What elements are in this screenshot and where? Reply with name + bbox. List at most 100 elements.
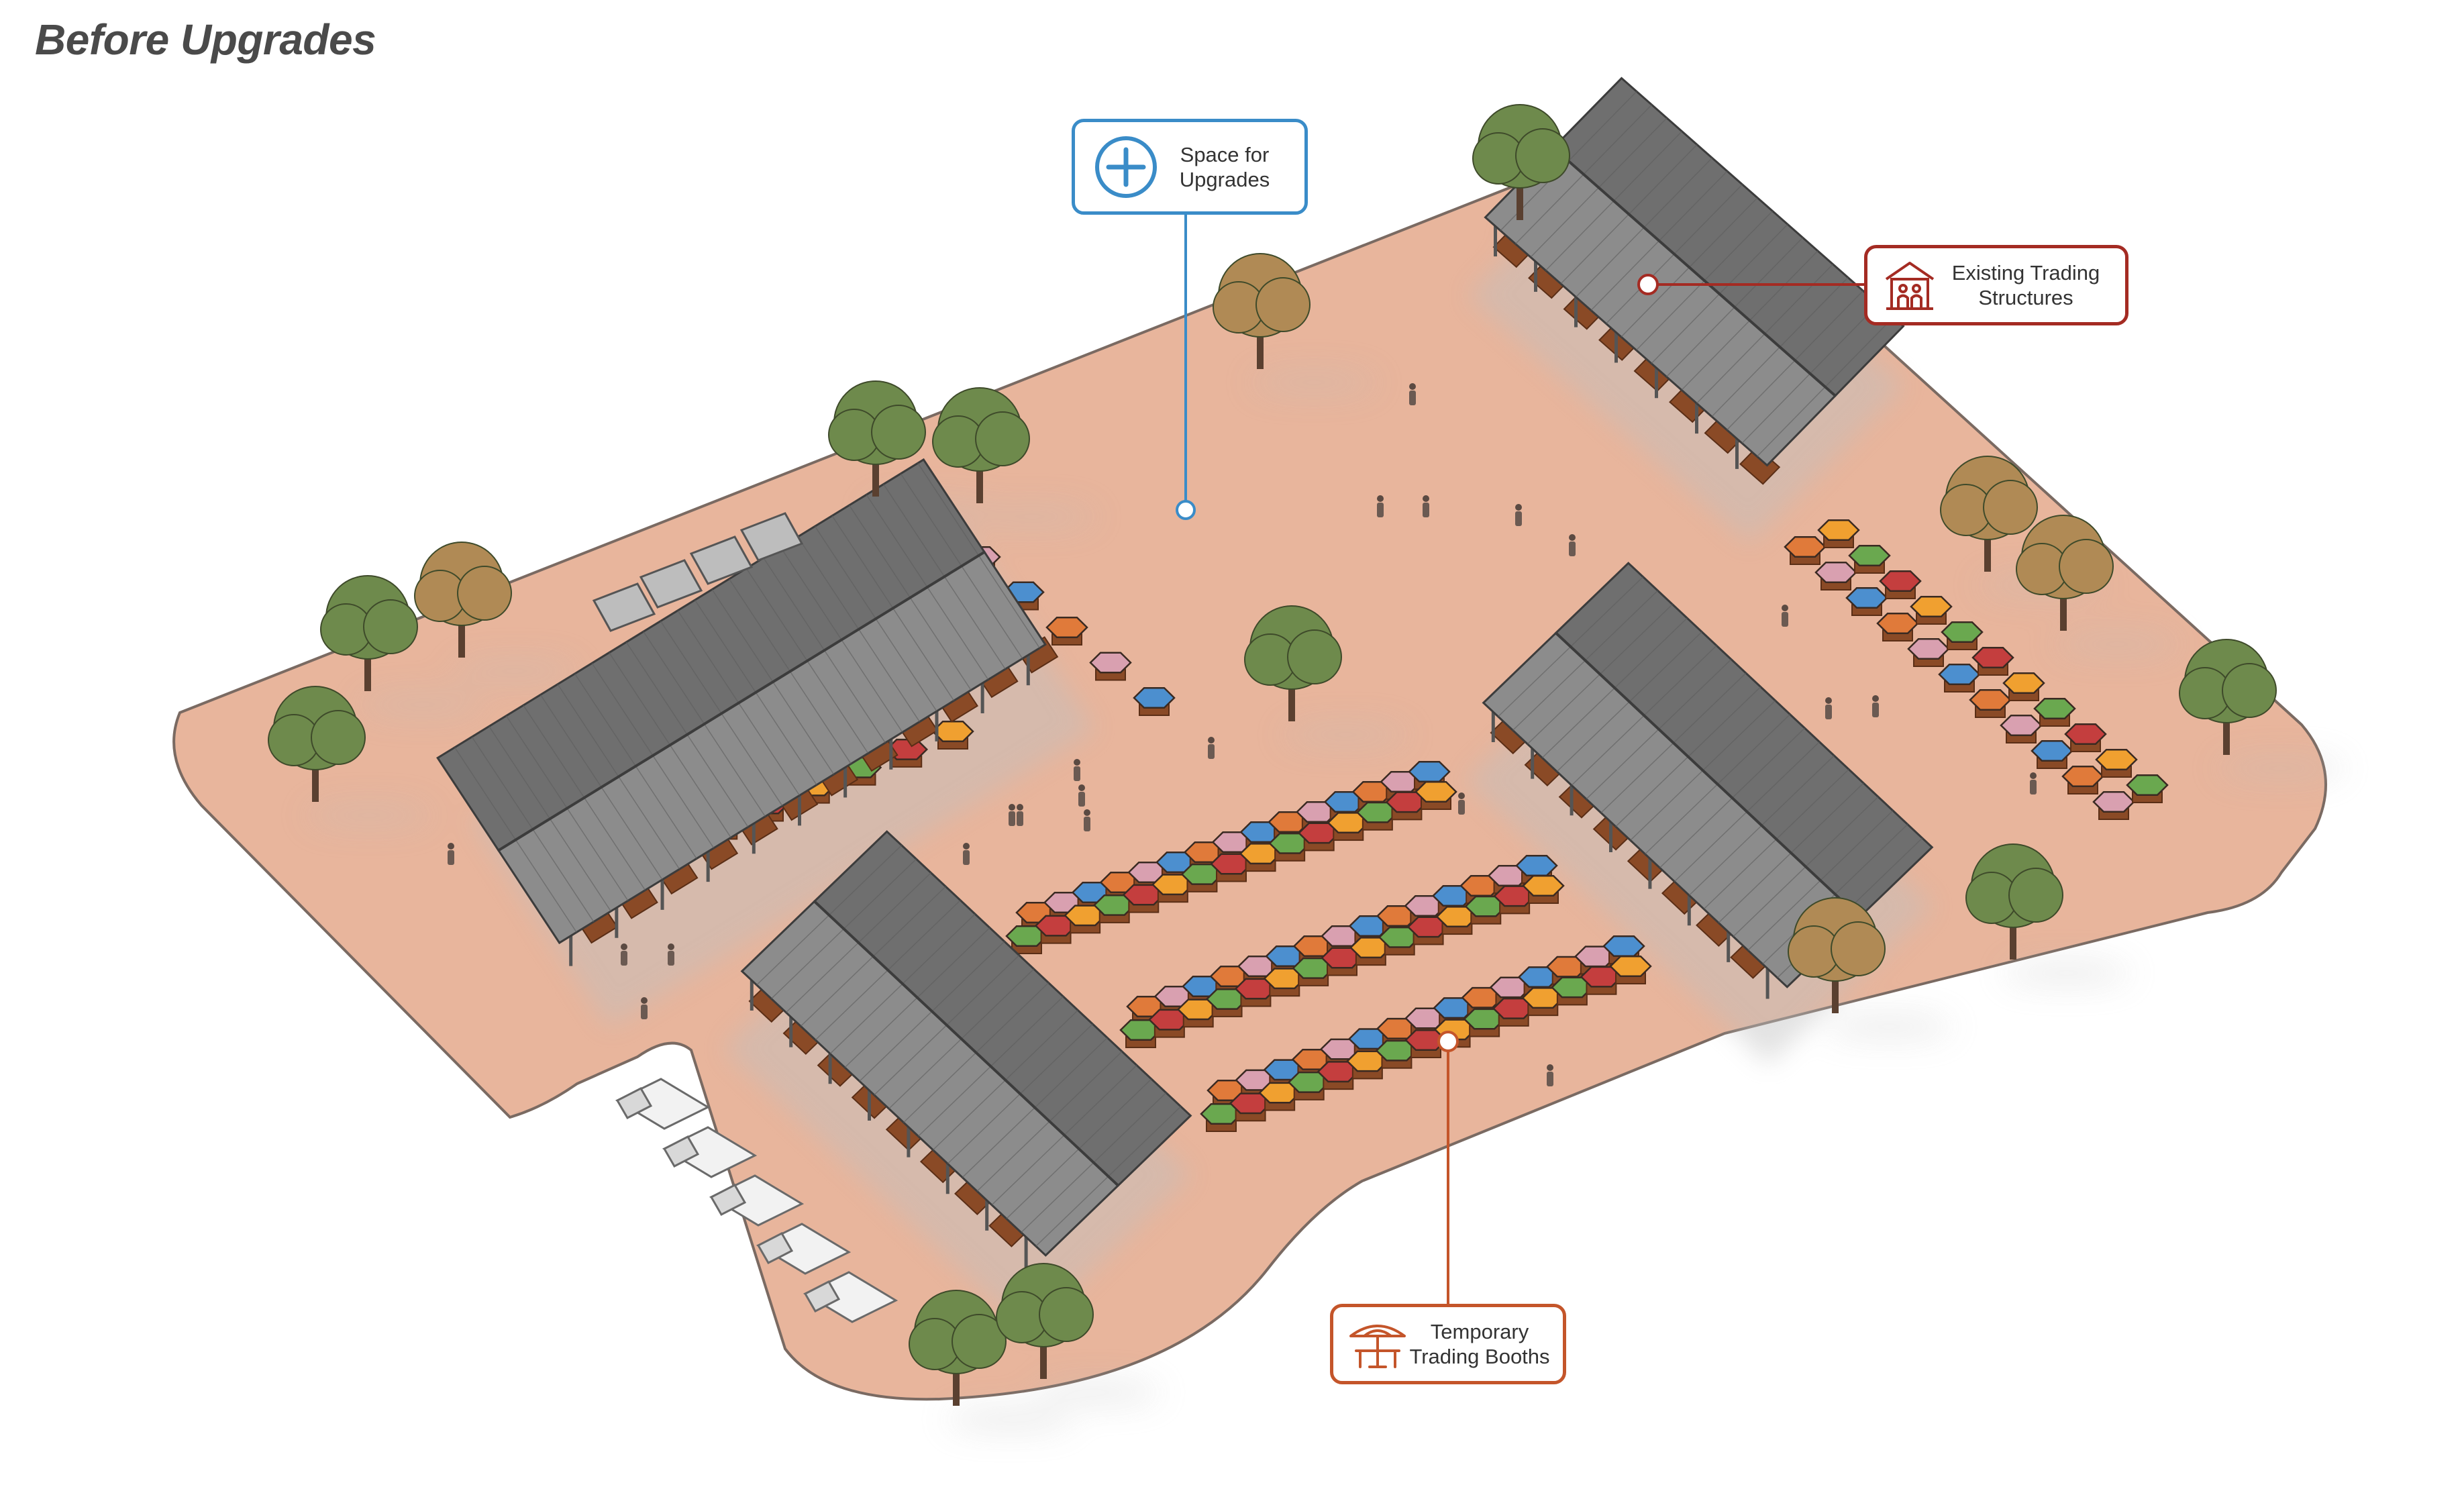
- person-body: [1872, 703, 1879, 717]
- utility-vehicle: [739, 512, 804, 562]
- person-head: [1377, 495, 1384, 502]
- tree-shadow: [305, 798, 433, 833]
- umbrella-canopy: [2061, 766, 2104, 787]
- umbrella-canopy: [1133, 687, 1176, 709]
- person-body: [1547, 1072, 1553, 1086]
- tree-trunk: [1040, 1332, 1047, 1379]
- roof-ridge: [813, 900, 1119, 1187]
- trees: [268, 104, 2277, 1406]
- person-body: [1017, 811, 1023, 826]
- tree-canopy-lobe: [975, 411, 1030, 466]
- pickup-cab: [615, 1087, 653, 1119]
- tree-trunk: [312, 755, 319, 802]
- umbrella-canopy: [2092, 791, 2135, 813]
- tree-canopy-lobe: [952, 1314, 1007, 1369]
- person-head: [1872, 695, 1879, 702]
- tree-canopy-lobe: [1983, 480, 2038, 535]
- umbrella-canopy: [1941, 621, 1984, 643]
- callout-upgrades-label: Space for Upgrades: [1179, 142, 1270, 191]
- umbrella-canopy: [1848, 545, 1891, 566]
- umbrella-canopy: [2064, 723, 2107, 745]
- umbrella-canopy: [2095, 749, 2138, 770]
- tree-trunk: [1832, 966, 1839, 1013]
- person-body: [1782, 612, 1788, 627]
- person-body: [1074, 766, 1080, 781]
- person-head: [1409, 383, 1416, 390]
- existing-trading-sheds: [436, 76, 1934, 1268]
- person-head: [1017, 804, 1023, 811]
- tree-trunk: [458, 611, 465, 658]
- umbrella-canopy: [1938, 664, 1981, 685]
- page-title: Before Upgrades: [35, 15, 376, 64]
- person-head: [1074, 759, 1080, 766]
- umbrella-canopy: [1971, 647, 2014, 668]
- person-body: [668, 951, 674, 966]
- tree-canopy-lobe: [871, 405, 926, 460]
- person-head: [448, 843, 454, 850]
- callout-temporary-trading-booths: Temporary Trading Booths: [1330, 1304, 1566, 1384]
- person-head: [641, 997, 648, 1004]
- tree-trunk: [1288, 674, 1295, 721]
- person-head: [1009, 804, 1015, 811]
- person-head: [1458, 792, 1465, 799]
- person-head: [621, 943, 627, 950]
- callout-existing-label: Existing Trading Structures: [1951, 261, 2100, 309]
- person-head: [1547, 1064, 1553, 1071]
- person-head: [1084, 809, 1090, 816]
- tree-shadow: [2053, 627, 2181, 662]
- person-head: [1515, 504, 1522, 511]
- pickup-cab: [803, 1280, 841, 1313]
- tree-shadow: [1250, 365, 1378, 400]
- callout-existing-trading-structures: Existing Trading Structures: [1864, 245, 2128, 325]
- pickup-cab: [662, 1135, 700, 1168]
- pickup-cab: [756, 1232, 794, 1264]
- plus-circle-icon: [1092, 134, 1160, 201]
- person-head: [1423, 495, 1429, 502]
- tree-canopy-lobe: [1831, 921, 1886, 976]
- umbrella-canopy: [1415, 781, 1457, 803]
- tree-trunk: [1517, 173, 1523, 220]
- tree-canopy-lobe: [2059, 539, 2114, 594]
- tree-trunk: [2060, 584, 2067, 631]
- umbrella-canopy: [2002, 672, 2045, 694]
- tree-trunk: [2010, 913, 2016, 960]
- tree-canopy-lobe: [311, 710, 366, 765]
- tree-shadow: [452, 654, 579, 688]
- roof-ridge: [497, 551, 986, 852]
- person-head: [1825, 697, 1832, 704]
- tree-shadow: [946, 1402, 1074, 1437]
- tree-trunk: [1984, 525, 1991, 572]
- umbrella-canopy: [2126, 774, 2169, 796]
- tree-canopy-lobe: [1287, 629, 1342, 684]
- person-body: [1423, 503, 1429, 517]
- umbrella-canopy: [931, 721, 974, 742]
- leader-dot-temporary: [1437, 1031, 1459, 1052]
- tree-trunk: [872, 450, 879, 497]
- tree-canopy-lobe: [2008, 868, 2063, 923]
- umbrella-canopy: [2033, 698, 2076, 719]
- tree-trunk: [976, 456, 983, 503]
- pavilion-icon: [1881, 256, 1939, 314]
- person-head: [1569, 534, 1576, 541]
- person-body: [1078, 792, 1085, 807]
- person-head: [1782, 605, 1788, 611]
- tree-canopy-lobe: [457, 566, 512, 621]
- umbrella-canopy: [1845, 587, 1888, 609]
- person-body: [1825, 705, 1832, 719]
- umbrella-canopy: [1089, 652, 1132, 674]
- utility-vehicle: [689, 535, 754, 585]
- callout-space-for-upgrades: Space for Upgrades: [1072, 119, 1308, 215]
- umbrella-canopy: [1817, 519, 1860, 541]
- roof-ridge: [1555, 631, 1861, 919]
- pickup-cab: [709, 1184, 747, 1216]
- umbrella-canopy: [1910, 596, 1953, 617]
- tree-trunk: [2223, 708, 2230, 755]
- person-head: [963, 843, 970, 850]
- person-body: [1458, 800, 1465, 815]
- person-body: [1569, 542, 1576, 556]
- umbrella-stall-icon: [1347, 1317, 1408, 1371]
- tree-shadow: [1825, 1009, 1953, 1044]
- person-body: [1208, 744, 1215, 759]
- person-body: [963, 850, 970, 865]
